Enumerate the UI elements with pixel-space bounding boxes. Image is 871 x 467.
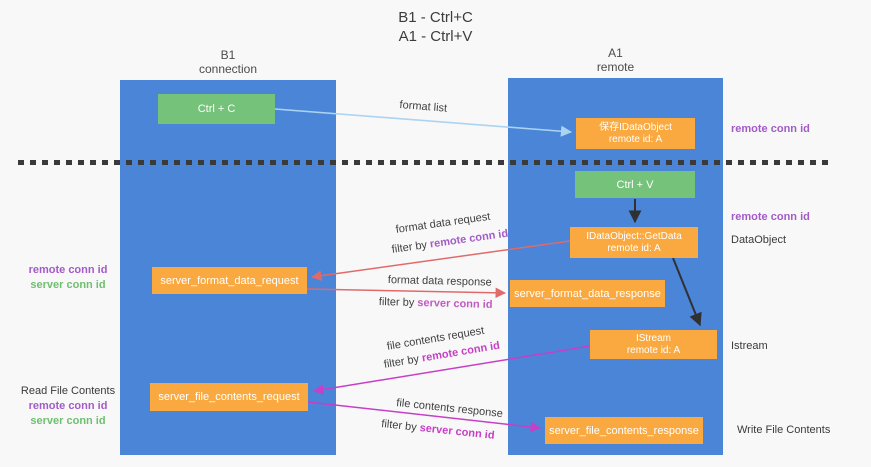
left-conn-id-group-2: Read File Contents remote conn id server… bbox=[8, 384, 128, 429]
box-server-file-contents-request: server_file_contents_request bbox=[150, 383, 308, 411]
lane-b1-subtitle: connection bbox=[198, 62, 258, 76]
getdata-to-istream-arrow bbox=[672, 257, 702, 327]
ctrl-v-label: Ctrl + V bbox=[616, 178, 654, 191]
left-server-conn-id-1: server conn id bbox=[30, 279, 106, 291]
box-server-file-contents-response: server_file_contents_response bbox=[545, 417, 703, 444]
left-conn-id-group-1: remote conn id server conn id bbox=[8, 263, 128, 293]
remote-conn-id-annotation-mid: remote conn id bbox=[731, 211, 810, 223]
left-remote-conn-id-2: remote conn id bbox=[28, 400, 108, 412]
ctrl-c-label: Ctrl + C bbox=[197, 103, 236, 115]
save-idataobject-line1: 保存IDataObject bbox=[599, 121, 672, 133]
lane-b1-name: B1 bbox=[220, 48, 236, 62]
format-data-request-arrow bbox=[310, 240, 571, 281]
filter-by-text-2: filter by bbox=[378, 296, 418, 310]
server-file-contents-request-label: server_file_contents_request bbox=[158, 391, 300, 403]
left-remote-conn-id-1: remote conn id bbox=[28, 264, 108, 276]
write-file-contents-annotation: Write File Contents bbox=[737, 424, 831, 436]
lane-a1-name: A1 bbox=[608, 46, 623, 60]
read-file-contents-annotation: Read File Contents bbox=[20, 385, 116, 397]
title-line-1: B1 - Ctrl+C bbox=[398, 9, 473, 26]
box-ctrl-v: Ctrl + V bbox=[575, 171, 695, 198]
box-save-idataobject: 保存IDataObject remote id: A bbox=[576, 118, 695, 149]
format-list-arrow bbox=[274, 108, 573, 137]
server-format-data-response-label: server_format_data_response bbox=[514, 287, 661, 300]
lane-header-b1: B1 connection bbox=[120, 48, 336, 76]
server-file-contents-response-label: server_file_contents_response bbox=[549, 424, 699, 437]
box-idataobject-getdata: IDataObject::GetData remote id: A bbox=[570, 227, 698, 258]
box-server-format-data-response: server_format_data_response bbox=[510, 280, 665, 307]
diagram-title: B1 - Ctrl+C A1 - Ctrl+V bbox=[0, 8, 871, 46]
getdata-line2: remote id: A bbox=[607, 242, 661, 254]
save-idataobject-line2: remote id: A bbox=[608, 133, 663, 145]
title-line-2: A1 - Ctrl+V bbox=[398, 28, 473, 45]
box-istream: IStream remote id: A bbox=[590, 330, 717, 359]
istream-line1: IStream bbox=[635, 332, 671, 344]
left-server-conn-id-2: server conn id bbox=[30, 415, 106, 427]
file-contents-response-arrow bbox=[307, 401, 542, 433]
server-conn-id-text-2: server conn id bbox=[417, 297, 493, 311]
istream-annotation: Istream bbox=[731, 340, 768, 352]
lane-a1-subtitle: remote bbox=[596, 60, 635, 74]
box-ctrl-c: Ctrl + C bbox=[158, 94, 275, 124]
getdata-line1: IDataObject::GetData bbox=[586, 230, 682, 242]
lane-header-a1: A1 remote bbox=[508, 46, 723, 74]
dashed-separator bbox=[18, 160, 833, 165]
istream-line2: remote id: A bbox=[626, 344, 681, 356]
box-server-format-data-request: server_format_data_request bbox=[152, 267, 307, 294]
file-contents-request-arrow bbox=[312, 345, 591, 395]
remote-conn-id-annotation-top: remote conn id bbox=[731, 123, 810, 135]
format-data-response-arrow bbox=[306, 287, 507, 299]
server-format-data-request-label: server_format_data_request bbox=[160, 274, 299, 287]
dataobject-annotation: DataObject bbox=[731, 234, 787, 246]
